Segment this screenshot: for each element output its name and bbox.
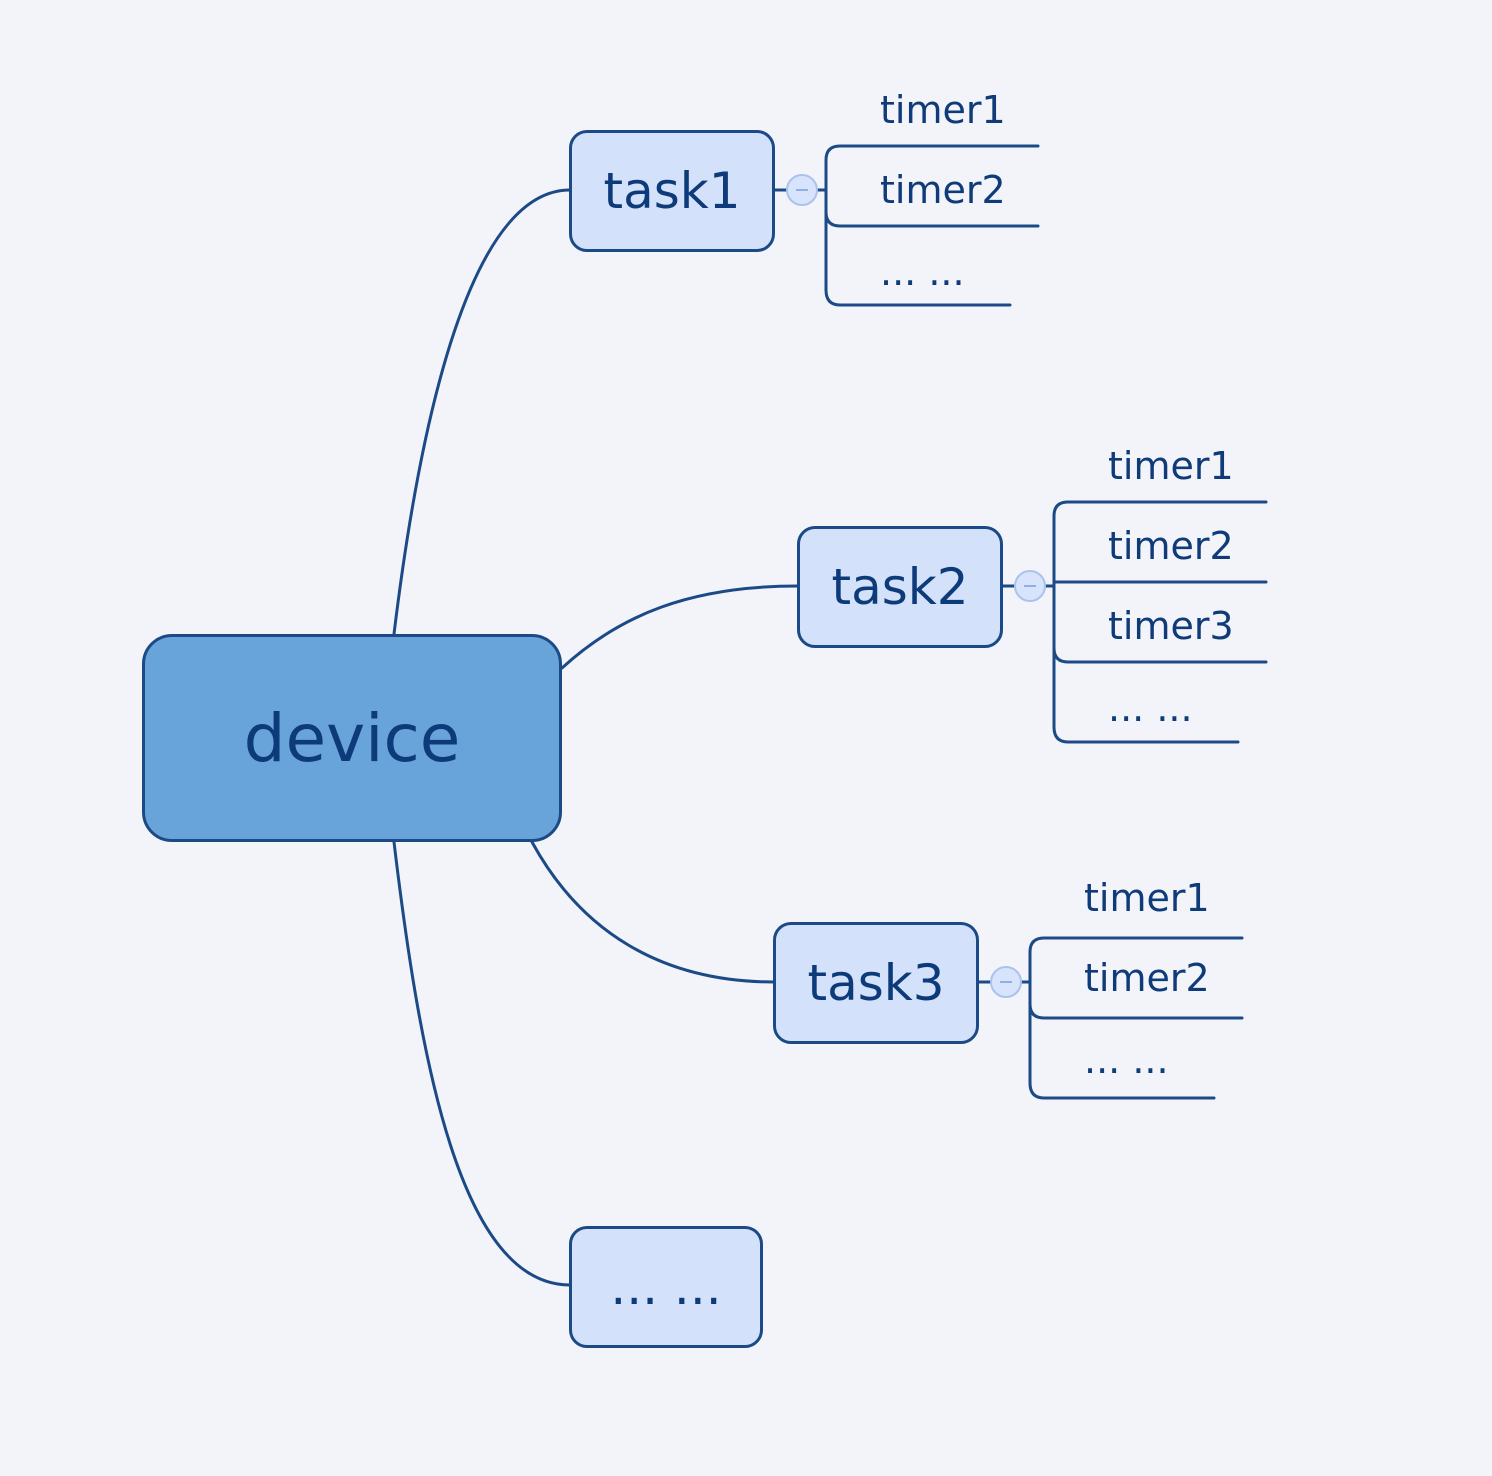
connector-root-task2 [560,584,800,670]
underline-task1-timer2-line [824,210,1040,228]
timer-node[interactable]: ... ... [880,250,965,294]
timer-node[interactable]: timer1 [1108,444,1234,488]
timer-node[interactable]: ... ... [1084,1038,1169,1082]
minus-icon [1024,585,1036,587]
bracket-task3 [1028,936,1244,1100]
task-node-label: task2 [831,558,969,616]
bracket-task1-timer1 [824,144,1040,307]
connector-root-task3 [530,840,776,984]
connector-root-more [392,840,572,1287]
task-node-task3[interactable]: task3 [773,922,979,1044]
task-node-label: task1 [603,162,741,220]
underline-task3-timer2 [1028,1002,1244,1020]
task-node-label: ... ... [610,1258,722,1316]
underline-task2-timer3 [1052,646,1268,664]
timer-node[interactable]: timer2 [1084,956,1210,1000]
task-node-more[interactable]: ... ... [569,1226,763,1348]
connector-root-task1 [392,188,572,636]
collapse-task1-button[interactable] [786,174,818,206]
root-node-label: device [243,699,461,777]
collapse-task2-button[interactable] [1014,570,1046,602]
timer-node[interactable]: ... ... [1108,686,1193,730]
timer-node[interactable]: timer1 [880,88,1006,132]
timer-node[interactable]: timer3 [1108,604,1234,648]
task-node-task2[interactable]: task2 [797,526,1003,648]
collapse-task3-button[interactable] [990,966,1022,998]
minus-icon [1000,981,1012,983]
task-node-task1[interactable]: task1 [569,130,775,252]
root-node-device[interactable]: device [142,634,562,842]
timer-node[interactable]: timer1 [1084,876,1210,920]
timer-node[interactable]: timer2 [880,168,1006,212]
minus-icon [796,189,808,191]
task-node-label: task3 [807,954,945,1012]
timer-node[interactable]: timer2 [1108,524,1234,568]
bracket-task2 [1052,500,1268,744]
